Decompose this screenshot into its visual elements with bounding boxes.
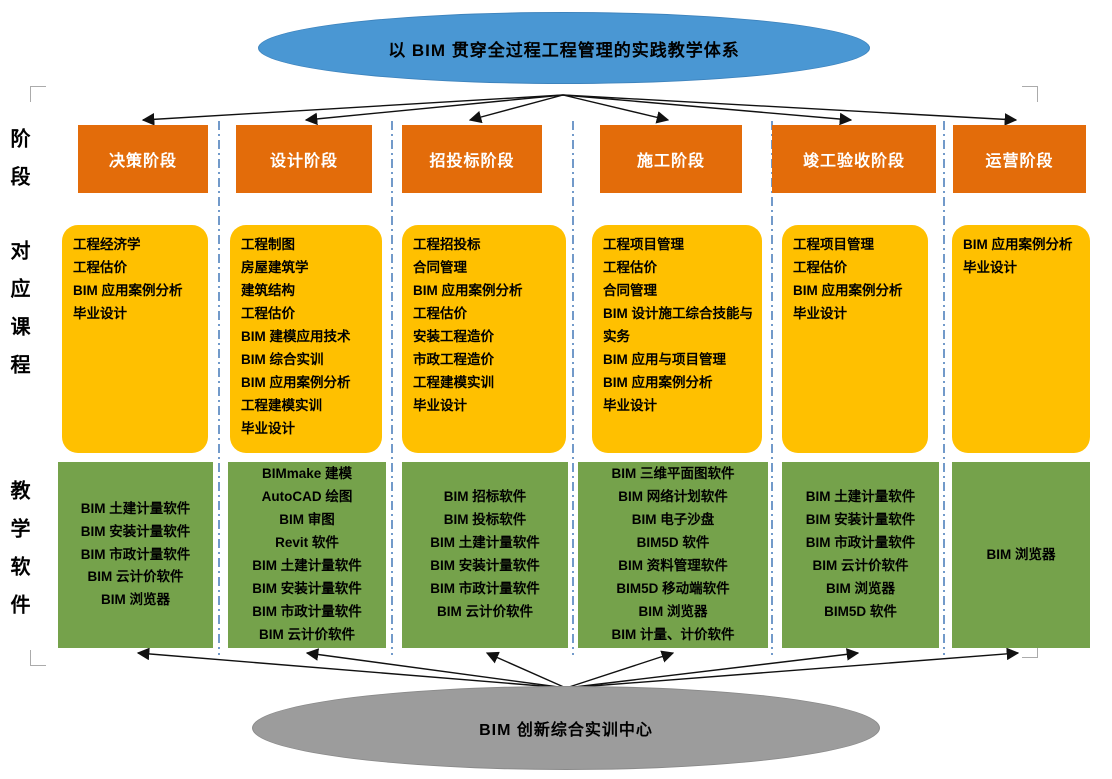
course-item: 工程项目管理 [603,237,684,252]
software-box-design: BIMmake 建模 AutoCAD 绘图 BIM 审图 Revit 软件 BIM 土建… [228,462,386,648]
stage-box-decision: 决策阶段 [78,125,208,193]
crop-mark-bottom-right [1022,642,1038,658]
course-item: 工程估价 [793,259,847,275]
software-item: BIM 安装计量软件 [430,558,540,573]
course-item: 毕业设计 [603,397,657,413]
course-item: BIM 综合实训 [241,351,324,367]
course-item: 工程经济学 [73,237,141,252]
software-item: BIM 浏览器 [986,546,1056,562]
diagram-title: 以 BIM 贯穿全过程工程管理的实践教学体系 [388,40,740,60]
fan-arrows-bottom [136,647,1020,689]
courses-box-construction: 工程项目管理工程估价合同管理 BIM 设计施工综合技能与实务 BIM 应用与项目管理… [592,225,762,453]
software-item: BIM 云计价软件 [87,569,184,585]
courses-box-design: 工程制图房屋建筑学建筑结构工程估价 BIM 建模应用技术 BIM 综合实训 BIM 应… [230,225,382,453]
row-label-stage: 阶段 [7,128,29,204]
stage-box-design: 设计阶段 [236,125,372,193]
course-item: 安装工程造价 [413,328,494,344]
course-item: 工程建模实训 [241,397,322,413]
software-item: BIM 审图 [279,512,335,528]
courses-box-acceptance: 工程项目管理工程估价 BIM 应用案例分析毕业设计 [782,225,928,453]
software-item: BIM 浏览器 [638,603,708,619]
course-item: BIM 设计施工综合技能与实务 [603,305,753,344]
course-item: BIM 应用案例分析 [963,237,1073,252]
software-item: BIM 安装计量软件 [252,580,362,596]
course-item: 毕业设计 [241,420,295,436]
software-item: BIM 土建计量软件 [80,500,191,516]
course-item: 工程估价 [73,259,127,275]
software-box-decision: BIM 土建计量软件 BIM 安装计量软件 BIM 市政计量软件 BIM 云计价软件 B… [58,462,213,648]
software-item: BIM 市政计量软件 [805,535,916,551]
software-item: BIM5D 软件 [824,603,897,619]
stage-box-construction: 施工阶段 [600,125,742,193]
software-item: BIM 市政计量软件 [80,546,191,562]
course-item: 毕业设计 [963,259,1017,275]
software-item: BIM 电子沙盘 [631,512,715,528]
software-box-acceptance: BIM 土建计量软件 BIM 安装计量软件 BIM 市政计量软件 BIM 云计价软件 B… [782,462,939,648]
course-item: 市政工程造价 [413,351,494,367]
row-label-courses: 对应课程 [7,240,29,392]
software-item: BIM 土建计量软件 [430,535,540,551]
software-item: BIM 安装计量软件 [805,512,916,528]
software-item: Revit 软件 [275,535,339,551]
course-item: 工程制图 [241,237,295,252]
row-label-software: 教学软件 [7,480,29,632]
courses-box-operation: BIM 应用案例分析毕业设计 [952,225,1090,453]
software-item: BIM 市政计量软件 [252,603,362,619]
software-box-bidding: BIM 招标软件 BIM 投标软件 BIM 土建计量软件 BIM 安装计量软件 BIM … [402,462,568,648]
software-item: BIM 浏览器 [826,580,895,596]
software-item: AutoCAD 绘图 [261,489,353,505]
software-item: BIM5D 软件 [636,535,710,551]
fan-arrows-top [141,94,1018,126]
course-item: 合同管理 [413,259,467,275]
crop-mark-top-right [1022,86,1038,102]
course-item: BIM 应用案例分析 [603,374,713,390]
crop-mark-top-left [30,86,46,102]
software-item: BIM 投标软件 [443,512,527,528]
software-item: BIM 浏览器 [101,592,170,608]
title-ellipse: 以 BIM 贯穿全过程工程管理的实践教学体系 [258,12,870,84]
software-box-operation: BIM 浏览器 [952,462,1090,648]
stage-box-acceptance: 竣工验收阶段 [772,125,936,193]
software-item: BIMmake 建模 [261,466,353,482]
course-item: BIM 应用与项目管理 [603,351,726,367]
software-item: BIM5D 移动端软件 [616,580,730,596]
course-item: 合同管理 [603,282,657,298]
software-item: BIM 土建计量软件 [252,558,362,573]
software-item: BIM 市政计量软件 [430,580,540,596]
courses-box-bidding: 工程招投标合同管理 BIM 应用案例分析工程估价安装工程造价市政工程造价工程建模实… [402,225,566,453]
software-item: BIM 资料管理软件 [618,558,728,573]
course-item: 工程估价 [603,259,657,275]
crop-mark-bottom-left [30,650,46,666]
software-item: BIM 土建计量软件 [805,489,916,505]
software-item: BIM 安装计量软件 [80,523,191,539]
software-item: BIM 云计价软件 [259,626,355,642]
course-item: 工程估价 [413,305,467,321]
stage-box-bidding: 招投标阶段 [402,125,542,193]
software-item: BIM 三维平面图软件 [611,466,735,482]
course-item: BIM 建模应用技术 [241,328,351,344]
software-box-construction: BIM 三维平面图软件 BIM 网络计划软件 BIM 电子沙盘 BIM5D 软件 BIM… [578,462,768,648]
course-item: 毕业设计 [73,305,127,321]
course-item: 毕业设计 [793,305,847,321]
software-item: BIM 云计价软件 [437,603,533,619]
course-item: 毕业设计 [413,397,467,413]
software-item: BIM 招标软件 [443,489,527,505]
course-item: BIM 应用案例分析 [241,374,351,390]
course-item: BIM 应用案例分析 [413,282,523,298]
course-item: 工程估价 [241,305,295,321]
software-item: BIM 计量、计价软件 [611,626,735,642]
course-item: 房屋建筑学 [241,259,309,275]
course-item: 建筑结构 [241,282,295,298]
course-item: 工程项目管理 [793,237,874,252]
course-item: BIM 应用案例分析 [73,282,183,298]
software-item: BIM 网络计划软件 [618,489,728,505]
courses-box-decision: 工程经济学工程估价 BIM 应用案例分析毕业设计 [62,225,208,453]
software-item: BIM 云计价软件 [812,558,909,573]
course-item: 工程招投标 [413,237,481,252]
stage-box-operation: 运营阶段 [953,125,1086,193]
training-center-label: BIM 创新综合实训中心 [479,722,653,739]
training-center-ellipse: BIM 创新综合实训中心 [252,686,880,770]
course-item: BIM 应用案例分析 [793,282,903,298]
course-item: 工程建模实训 [413,374,494,390]
